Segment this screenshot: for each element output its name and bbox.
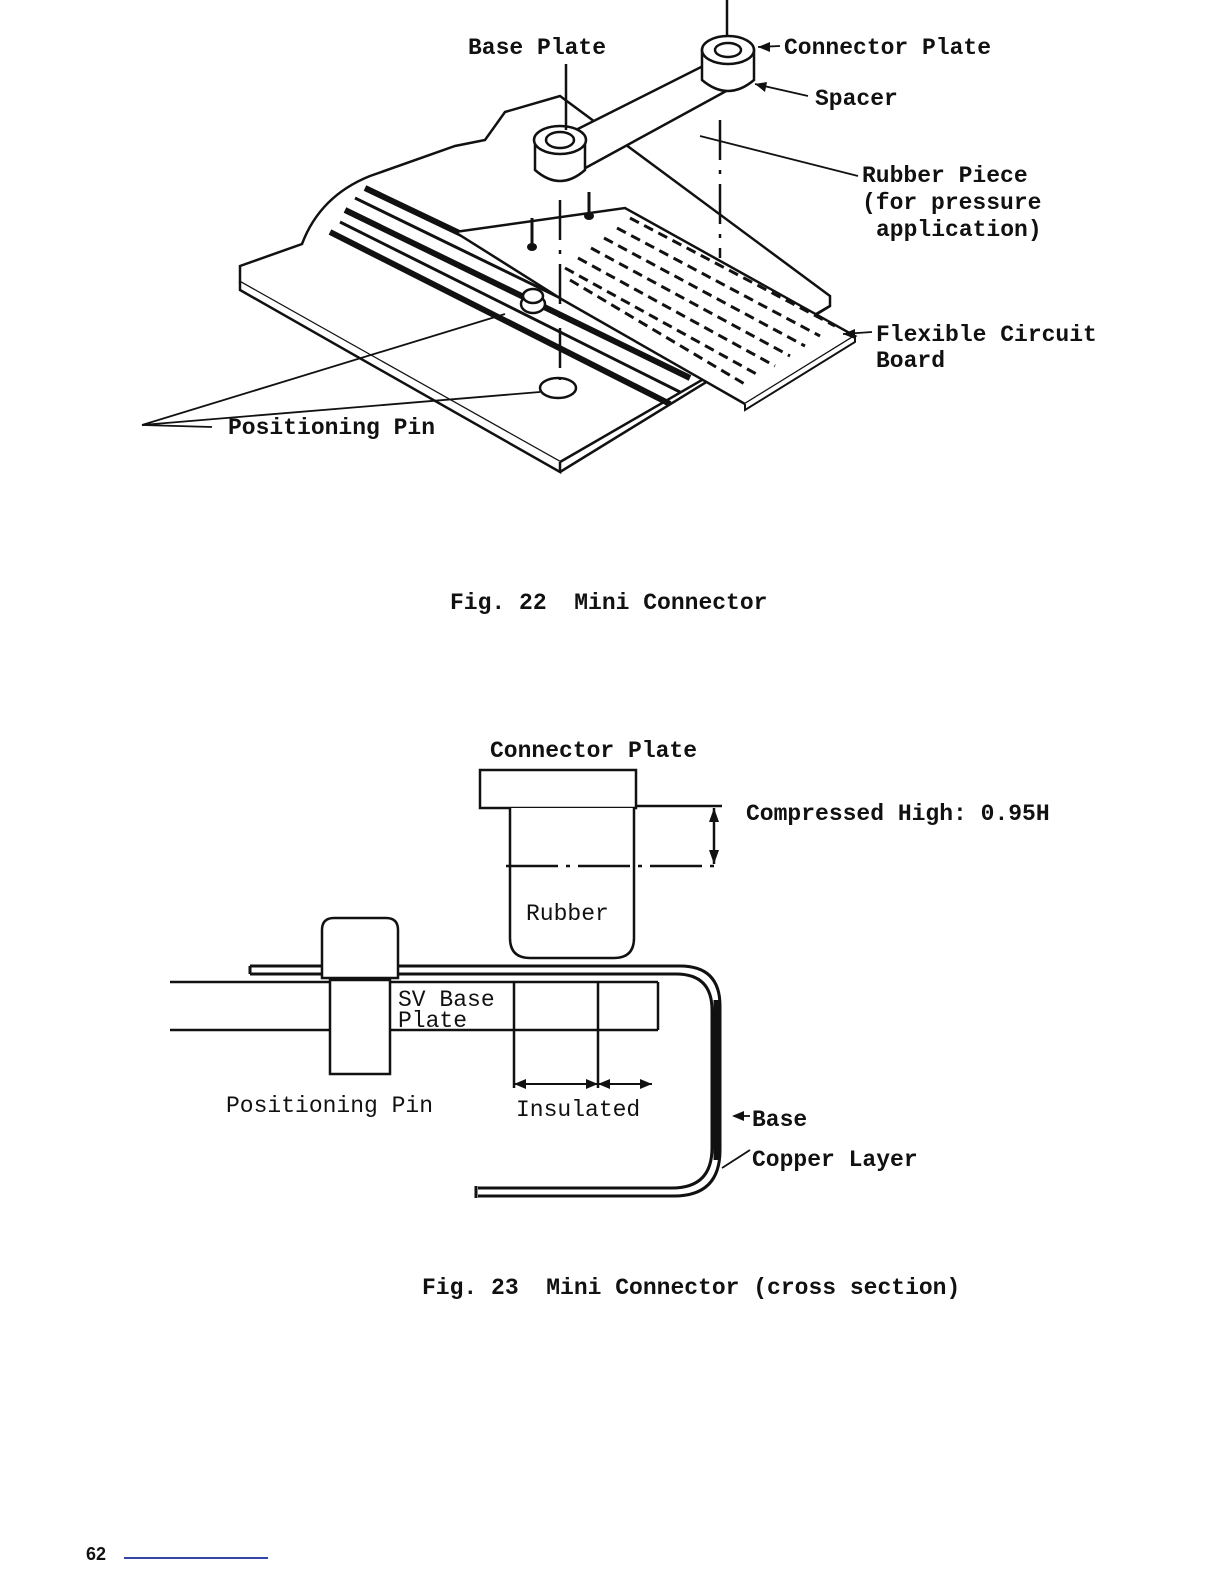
label-rubber: Rubber — [526, 901, 609, 927]
label-positioning-pin: Positioning Pin — [228, 415, 435, 441]
flexible-board-bend — [250, 966, 720, 1198]
sv-base-plate — [170, 982, 658, 1088]
label-connector-plate: Connector Plate — [784, 35, 991, 61]
label-rubber-piece-3: application) — [876, 217, 1042, 243]
dimension-arrows — [709, 808, 719, 864]
figure-23-caption: Fig. 23 Mini Connector (cross section) — [422, 1275, 960, 1301]
page-number: 62 — [86, 1544, 106, 1565]
label-base: Base — [752, 1107, 807, 1133]
page-rule — [124, 1557, 268, 1559]
figure-22-diagram: Base Plate Connector Plate Spacer Rubber… — [0, 0, 1224, 640]
label-insulated: Insulated — [516, 1097, 640, 1123]
label-flexible-circuit: Flexible Circuit — [876, 322, 1097, 348]
connector-plate-block — [480, 770, 636, 808]
figure-22-caption: Fig. 22 Mini Connector — [450, 590, 767, 616]
label-connector-plate-23: Connector Plate — [490, 738, 697, 764]
insulated-arrows — [514, 1079, 652, 1089]
label-base-plate: Base Plate — [468, 35, 606, 61]
label-sv-plate: Plate — [398, 1008, 467, 1034]
rubber-block — [510, 808, 634, 958]
label-compressed-high: Compressed High: 0.95H — [746, 801, 1050, 827]
label-rubber-piece: Rubber Piece — [862, 163, 1028, 189]
label-flexible-board: Board — [876, 348, 945, 374]
label-sv-base: SV Base — [398, 987, 495, 1013]
compressed-dimension — [506, 806, 722, 866]
base-arrow-icon — [732, 1111, 744, 1121]
positioning-pin-block — [322, 918, 398, 1074]
fig23-leaders — [722, 1116, 750, 1168]
label-positioning-pin-23: Positioning Pin — [226, 1093, 433, 1119]
label-rubber-piece-2: (for pressure — [862, 190, 1041, 216]
label-copper-layer: Copper Layer — [752, 1147, 918, 1173]
label-spacer: Spacer — [815, 86, 898, 112]
